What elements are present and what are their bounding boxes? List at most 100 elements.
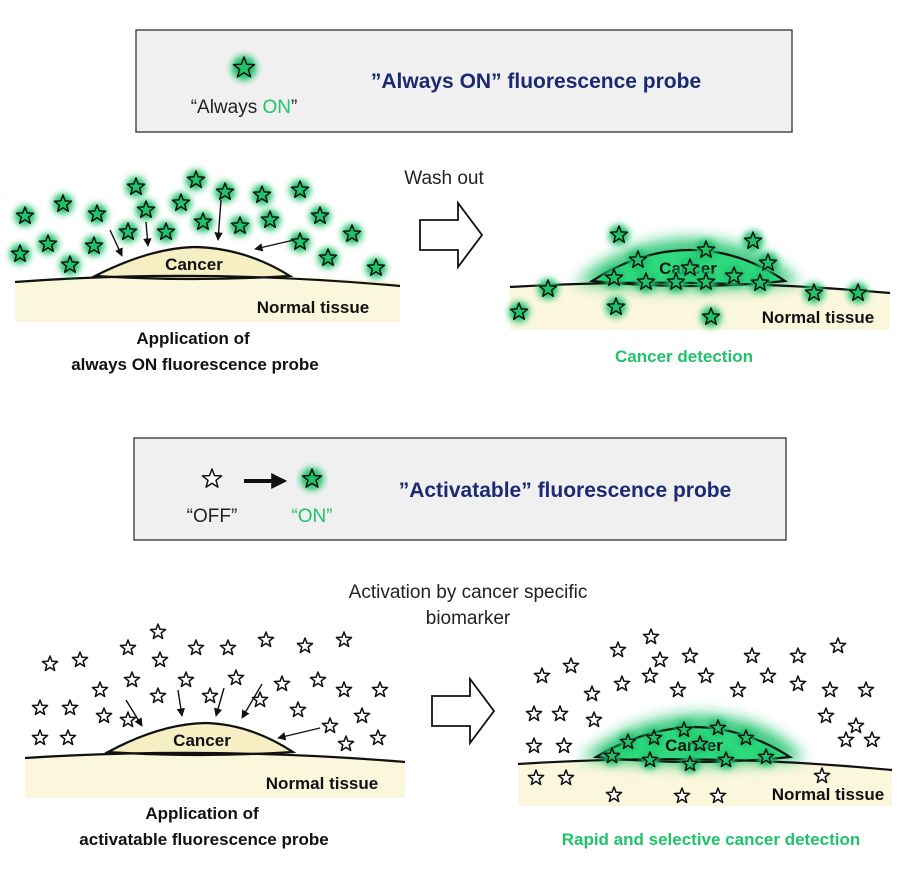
off-star-icon	[61, 699, 79, 716]
activation-step-arrow-icon	[431, 676, 496, 746]
wash-out-label: Wash out	[404, 168, 484, 189]
on-label: “ON”	[291, 506, 332, 527]
glowing-star-icon	[645, 729, 663, 746]
glowing-star-icon	[60, 255, 80, 274]
normal-tissue-label: Normal tissue	[772, 785, 884, 804]
glowing-star-icon	[84, 236, 104, 255]
glowing-star-icon	[636, 272, 656, 291]
off-star-icon	[789, 647, 807, 664]
off-star-icon	[353, 707, 371, 724]
off-star-icon	[709, 787, 727, 804]
wash-out-arrow-icon	[419, 200, 484, 270]
bottom-legend-title: ”Activatable” fluorescence probe	[399, 479, 732, 502]
glowing-star-icon	[717, 751, 735, 768]
normal-tissue-label: Normal tissue	[266, 774, 378, 793]
off-star-icon	[201, 687, 219, 704]
off-star-icon	[641, 667, 659, 684]
glowing-star-icon	[691, 735, 709, 752]
off-star-icon	[91, 681, 109, 698]
glowing-star-icon	[680, 258, 700, 277]
normal-tissue-area	[25, 753, 405, 798]
off-star-icon	[789, 675, 807, 692]
off-star-icon	[149, 687, 167, 704]
glowing-star-icon	[290, 232, 310, 251]
glowing-star-icon	[342, 224, 362, 243]
off-star-icon	[335, 631, 353, 648]
glowing-star-icon	[758, 253, 778, 272]
off-star-icon	[187, 639, 205, 656]
top-legend-box	[135, 29, 793, 133]
off-star-icon	[557, 769, 575, 786]
off-star-icon	[273, 675, 291, 692]
off-star-icon	[59, 729, 77, 746]
bottom-left-scene: Cancer Normal tissue Application of acti…	[24, 623, 406, 849]
activation-label-line1: Activation by cancer specific	[349, 582, 588, 603]
off-star-icon	[257, 631, 275, 648]
glowing-star-icon	[301, 468, 323, 488]
off-star-icon	[555, 737, 573, 754]
off-star-icon	[613, 675, 631, 692]
off-star-icon	[151, 651, 169, 668]
off-star-icon	[177, 671, 195, 688]
off-star-icon	[525, 705, 543, 722]
glowing-star-icon	[193, 212, 213, 231]
off-star-icon	[669, 681, 687, 698]
off-star-icon	[759, 667, 777, 684]
glowing-star-icon	[15, 206, 35, 225]
normal-tissue-label: Normal tissue	[762, 308, 874, 327]
off-star-icon	[821, 681, 839, 698]
bottom-left-caption-line2: activatable fluorescence probe	[79, 830, 328, 849]
glowing-star-icon	[804, 283, 824, 302]
glowing-star-icon	[604, 268, 624, 287]
off-star-icon	[857, 681, 875, 698]
off-star-icon	[335, 681, 353, 698]
glowing-star-icon	[696, 240, 716, 259]
glowing-star-icon	[848, 283, 868, 302]
off-star-icon	[219, 639, 237, 656]
off-star-icon	[829, 637, 847, 654]
glowing-star-icon	[538, 279, 558, 298]
tissue-surface-line	[517, 758, 893, 772]
top-legend-title: ”Always ON” fluorescence probe	[371, 70, 701, 93]
glowing-star-icon	[171, 193, 191, 212]
glowing-star-icon	[750, 273, 770, 292]
tissue-surface-line	[24, 751, 406, 764]
bottom-legend-box	[133, 437, 787, 541]
off-star-icon	[642, 628, 660, 645]
glowing-star-icon	[310, 206, 330, 225]
off-star-icon	[123, 671, 141, 688]
normal-tissue-area	[15, 276, 400, 322]
normal-tissue-area	[510, 283, 890, 330]
glowing-star-icon	[366, 258, 386, 277]
top-left-scene: Cancer Normal tissue Application of alwa…	[9, 169, 401, 374]
off-star-icon	[585, 711, 603, 728]
glowing-star-icon	[156, 222, 176, 241]
off-star-icon	[651, 651, 669, 668]
off-star-icon	[149, 623, 167, 640]
off-star-icon	[863, 731, 881, 748]
off-star-icon	[673, 787, 691, 804]
glowing-star-icon	[628, 250, 648, 269]
off-star-icon	[251, 691, 269, 708]
off-star-icon	[729, 681, 747, 698]
off-star-icon	[743, 647, 761, 664]
off-star-icon	[371, 681, 389, 698]
glowing-star-icon	[675, 721, 693, 738]
off-star-icon	[681, 647, 699, 664]
off-star-icon	[609, 641, 627, 658]
binding-arrows	[125, 683, 321, 741]
glowing-star-icon	[136, 200, 156, 219]
glowing-star-icon	[619, 733, 637, 750]
cancer-label: Cancer	[165, 255, 223, 274]
bottom-right-scene: Cancer Normal tissue Rapid and selective…	[517, 628, 893, 849]
off-star-icon	[813, 767, 831, 784]
glowing-star-icon	[230, 216, 250, 235]
cancer-detection-caption: Cancer detection	[615, 347, 753, 366]
always-on-probe-stars	[9, 169, 387, 279]
rapid-detection-caption: Rapid and selective cancer detection	[562, 830, 861, 849]
glowing-star-icon	[290, 180, 310, 199]
glowing-star-icon	[126, 177, 146, 196]
top-legend-star-label: “Always ON”	[191, 97, 298, 118]
glowing-star-icon	[681, 755, 699, 772]
